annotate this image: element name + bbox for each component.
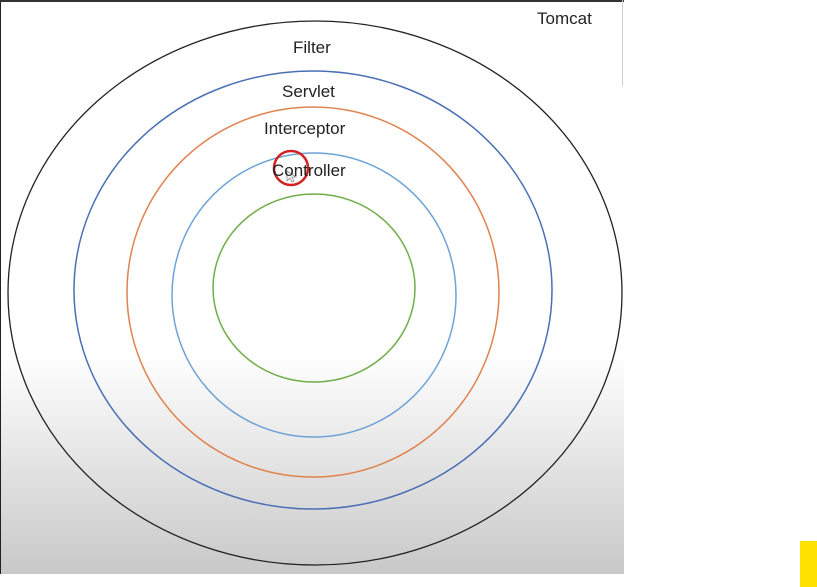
slide-top-border [0, 0, 624, 2]
controller-label: Controller [272, 161, 346, 180]
mouse-cursor-icon [286, 170, 298, 183]
core-ring [212, 193, 416, 383]
servlet-ring [73, 70, 553, 510]
tomcat-label: Tomcat [537, 9, 592, 28]
tomcat-ring [7, 20, 623, 566]
interceptor-ring [126, 106, 500, 478]
slide-right-edge [622, 0, 623, 86]
servlet-label: Servlet [282, 82, 335, 101]
controller-ring [171, 152, 457, 438]
accent-bar [800, 541, 817, 587]
interceptor-label: Interceptor [264, 119, 346, 138]
cursor-highlight-ring [272, 149, 310, 187]
filter-label: Filter [293, 38, 331, 57]
nested-layers-diagram [7, 20, 623, 566]
